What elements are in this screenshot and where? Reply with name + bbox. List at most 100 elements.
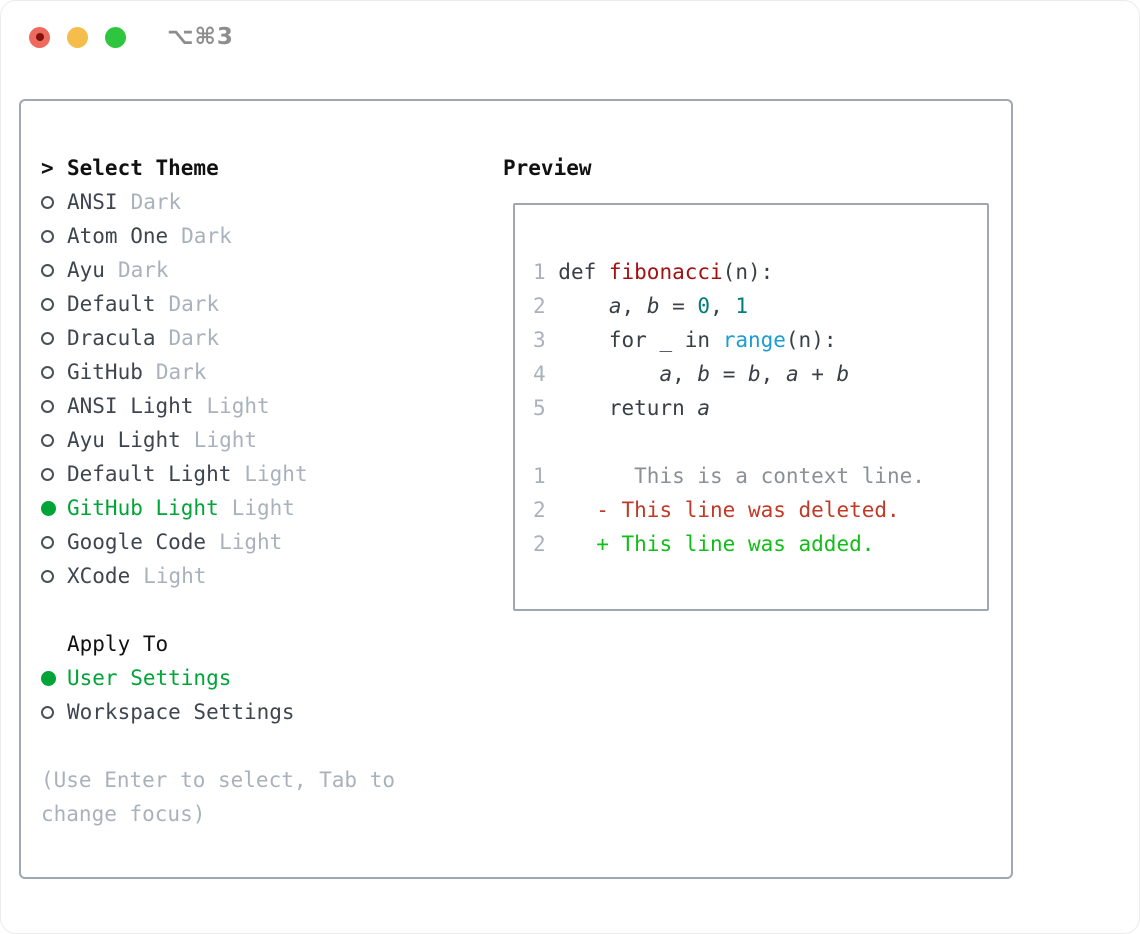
token-diff-added: + This line was added. bbox=[545, 532, 875, 556]
token-plain: (n): bbox=[722, 260, 774, 284]
token-keyword: return bbox=[608, 396, 698, 420]
code-line: 4 a, b = b, a + b bbox=[533, 357, 987, 391]
radio-selected-icon bbox=[41, 500, 67, 516]
token-number: 0 bbox=[697, 294, 711, 318]
theme-item-google-code[interactable]: Google Code Light bbox=[41, 525, 395, 559]
theme-item-default[interactable]: Default Dark bbox=[41, 287, 395, 321]
token-linenum: 3 bbox=[533, 328, 559, 352]
option-label: XCode bbox=[67, 564, 131, 588]
token-variable: b bbox=[748, 362, 761, 386]
apply-to-label: Apply To bbox=[67, 632, 169, 656]
apply-to-heading: Apply To bbox=[41, 627, 395, 661]
token-diff-deleted: - This line was deleted. bbox=[545, 498, 900, 522]
code-line: 2 - This line was deleted. bbox=[533, 493, 987, 527]
token-plain bbox=[558, 362, 659, 386]
theme-item-atom-one[interactable]: Atom One Dark bbox=[41, 219, 395, 253]
token-function: fibonacci bbox=[608, 260, 723, 284]
option-label: Default bbox=[67, 292, 156, 316]
theme-variant-tag: Dark bbox=[168, 292, 220, 316]
theme-variant-tag: Dark bbox=[168, 326, 220, 350]
zoom-button[interactable] bbox=[105, 26, 126, 48]
token-linenum: 4 bbox=[533, 362, 559, 386]
select-theme-heading: > Select Theme bbox=[41, 151, 395, 185]
option-label: Atom One bbox=[67, 224, 169, 248]
code-line: 1 This is a context line. bbox=[533, 459, 987, 493]
token-plain bbox=[558, 396, 609, 420]
radio-icon bbox=[41, 297, 67, 311]
theme-variant-tag: Light bbox=[143, 564, 207, 588]
token-variable: b bbox=[697, 362, 711, 386]
option-label: ANSI Light bbox=[67, 394, 194, 418]
token-plain: , bbox=[760, 362, 786, 386]
theme-item-github-light[interactable]: GitHub Light Light bbox=[41, 491, 395, 525]
token-linenum: 1 bbox=[533, 464, 546, 488]
theme-item-ayu-light[interactable]: Ayu Light Light bbox=[41, 423, 395, 457]
theme-variant-tag: Dark bbox=[155, 360, 207, 384]
token-variable: b bbox=[836, 362, 850, 386]
token-diff-context: This is a context line. bbox=[545, 464, 925, 488]
code-line bbox=[533, 425, 987, 459]
token-plain: = bbox=[710, 362, 748, 386]
apply-option-workspace-settings[interactable]: Workspace Settings bbox=[41, 695, 395, 729]
token-keyword: for bbox=[608, 328, 660, 352]
token-variable: a bbox=[785, 362, 799, 386]
token-plain: = bbox=[659, 294, 698, 318]
radio-icon bbox=[41, 195, 67, 209]
theme-variant-tag: Dark bbox=[181, 224, 232, 248]
radio-icon bbox=[41, 433, 67, 447]
preview-title: Preview bbox=[503, 156, 592, 180]
token-plain: + bbox=[798, 362, 837, 386]
token-variable: a bbox=[697, 396, 711, 420]
theme-item-ansi[interactable]: ANSI Dark bbox=[41, 185, 395, 219]
radio-icon bbox=[41, 399, 67, 413]
close-button[interactable] bbox=[29, 26, 50, 48]
theme-variant-tag: Light bbox=[231, 496, 295, 520]
token-number: 1 bbox=[735, 294, 749, 318]
token-variable: a bbox=[608, 294, 622, 318]
radio-icon bbox=[41, 331, 67, 345]
minimize-button[interactable] bbox=[67, 26, 88, 48]
option-label: ANSI bbox=[67, 190, 118, 214]
theme-item-ansi-light[interactable]: ANSI Light Light bbox=[41, 389, 395, 423]
code-line: 2 + This line was added. bbox=[533, 527, 987, 561]
code-line: 5 return a bbox=[533, 391, 987, 425]
close-dot-icon bbox=[35, 33, 44, 41]
token-plain: (n): bbox=[785, 328, 837, 352]
token-keyword: in bbox=[684, 328, 723, 352]
radio-icon bbox=[41, 229, 67, 243]
option-label: Ayu Light bbox=[67, 428, 181, 452]
cursor-icon: > bbox=[41, 156, 54, 180]
radio-icon bbox=[41, 535, 67, 549]
token-keyword: def bbox=[558, 260, 609, 284]
token-plain: , bbox=[621, 294, 647, 318]
token-plain bbox=[558, 328, 609, 352]
theme-variant-tag: Light bbox=[244, 462, 308, 486]
theme-item-xcode[interactable]: XCode Light bbox=[41, 559, 395, 593]
theme-item-default-light[interactable]: Default Light Light bbox=[41, 457, 395, 491]
theme-variant-tag: Dark bbox=[130, 190, 182, 214]
radio-icon bbox=[41, 365, 67, 379]
token-variable: a bbox=[659, 362, 673, 386]
theme-variant-tag: Light bbox=[206, 394, 270, 418]
option-label: Google Code bbox=[67, 530, 207, 554]
window-title: ⌥⌘3 bbox=[167, 24, 234, 50]
theme-variant-tag: Light bbox=[219, 530, 283, 554]
token-linenum: 2 bbox=[533, 294, 559, 318]
apply-option-user-settings[interactable]: User Settings bbox=[41, 661, 395, 695]
option-label: Default Light bbox=[67, 462, 232, 486]
token-variable: b bbox=[646, 294, 660, 318]
token-plain bbox=[558, 294, 609, 318]
option-label: GitHub Light bbox=[67, 496, 219, 520]
spacer bbox=[41, 729, 395, 763]
theme-variant-tag: Light bbox=[193, 428, 258, 452]
code-line: 1 def fibonacci(n): bbox=[533, 255, 987, 289]
token-linenum: 5 bbox=[533, 396, 559, 420]
